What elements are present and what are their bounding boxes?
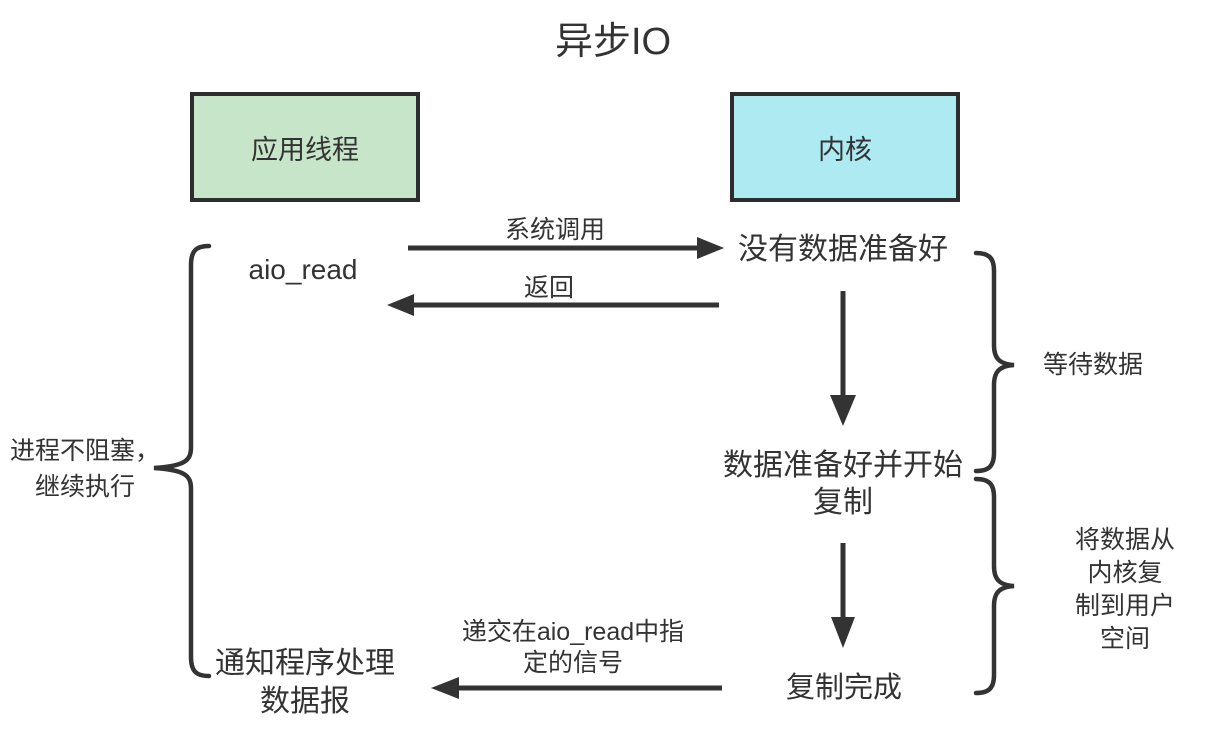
app-thread-label: 应用线程: [251, 134, 359, 165]
page-title: 异步IO: [554, 21, 672, 63]
no-block-brace-label: 进程不阻塞， 继续执行: [9, 437, 161, 501]
node-aio-read: aio_read: [248, 254, 358, 285]
signal-arrow-label: 递交在aio_read中指 定的信号: [461, 618, 685, 677]
node-notify-program: 通知程序处理 数据报: [215, 647, 395, 718]
syscall-arrow-label: 系统调用: [504, 216, 606, 244]
kernel-label: 内核: [818, 134, 872, 165]
left-brace: [153, 243, 212, 679]
return-arrow: [387, 294, 719, 316]
kernel-box: 内核: [730, 92, 960, 202]
copy-data-brace: [973, 476, 1015, 696]
copy-arrow: [831, 543, 855, 648]
syscall-arrow: [408, 237, 724, 259]
wait-data-brace-label: 等待数据: [1042, 351, 1144, 379]
node-no-data-ready: 没有数据准备好: [738, 233, 948, 266]
node-data-ready: 数据准备好并开始 复制: [723, 449, 963, 519]
wait-data-brace: [973, 250, 1015, 474]
copy-kernel-brace-label: 将数据从内核复 制到用户空间: [1074, 526, 1175, 653]
return-arrow-label: 返回: [523, 274, 575, 302]
app-thread-box: 应用线程: [190, 92, 420, 202]
wait-data-arrow: [830, 291, 856, 426]
node-copy-done: 复制完成: [785, 672, 903, 704]
signal-arrow: [431, 677, 722, 699]
